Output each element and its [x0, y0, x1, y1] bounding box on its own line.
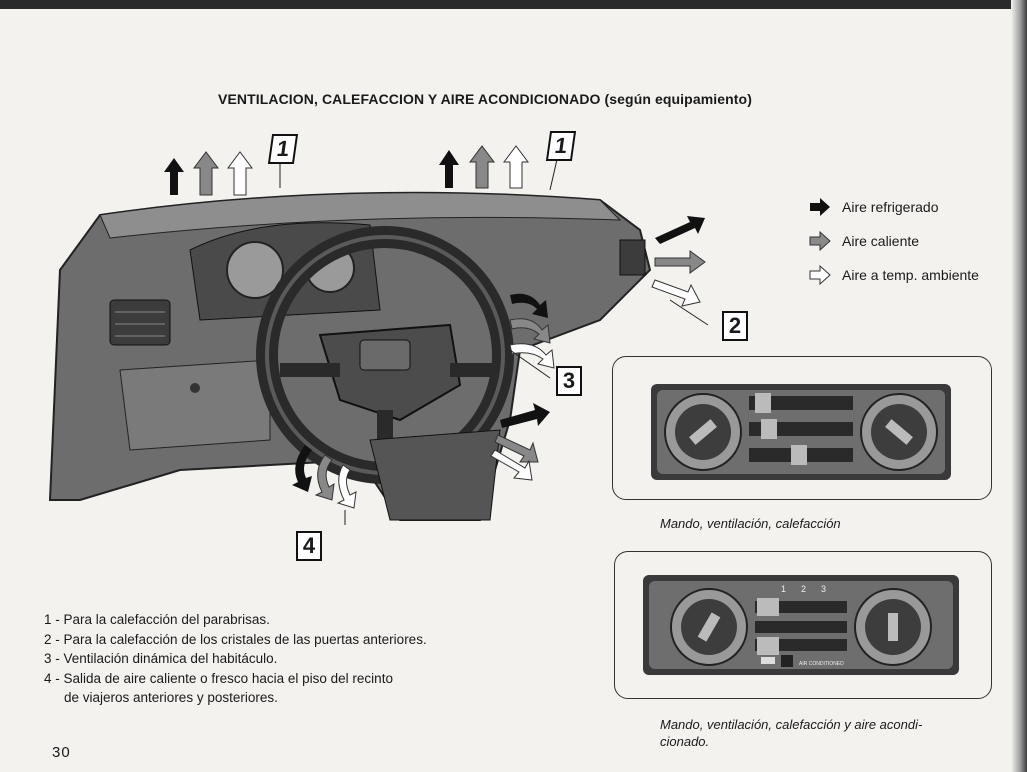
fan-speed-1: 1 [781, 584, 786, 594]
legend-item-cold: Aire refrigerado [808, 190, 979, 224]
dashboard-illustration [48, 145, 709, 525]
ac-control-image: 1 2 3 AIR CONDITIONED [643, 575, 959, 675]
ac-label: AIR CONDITIONED [799, 661, 844, 667]
note-4-continued: de viajeros anteriores y posteriores. [64, 690, 278, 705]
arrow-gray-icon [809, 231, 831, 251]
panel-2-caption: Mando, ventilación, calefacción y aire a… [660, 716, 960, 750]
callout-4: 4 [296, 531, 322, 561]
page-number: 30 [52, 744, 71, 761]
arrow-outline-icon [809, 265, 831, 285]
legend-label-ambient: Aire a temp. ambiente [842, 267, 979, 283]
book-spine-shadow [1011, 0, 1027, 772]
note-2: 2 - Para la calefacción de los cristales… [44, 631, 427, 647]
fan-speed-2: 2 [801, 584, 806, 594]
legend-item-ambient: Aire a temp. ambiente [808, 258, 979, 292]
legend-label-warm: Aire caliente [842, 233, 920, 249]
note-4: 4 - Salida de aire caliente o fresco hac… [44, 670, 393, 686]
control-panel-air-conditioning: 1 2 3 AIR CONDITIONED [614, 551, 992, 699]
notes-list: 1 - Para la calefacción del parabrisas. … [44, 610, 427, 708]
panel-2-caption-text: Mando, ventilación, calefacción y aire a… [660, 717, 923, 749]
page-top-border [0, 0, 1027, 9]
legend-label-cold: Aire refrigerado [842, 199, 939, 215]
heating-control-image [651, 384, 951, 480]
callout-2: 2 [722, 311, 748, 341]
note-3: 3 - Ventilación dinámica del habitáculo. [44, 651, 278, 666]
callout-3: 3 [556, 366, 582, 396]
arrow-solid-icon [810, 198, 830, 216]
legend-item-warm: Aire caliente [808, 224, 979, 258]
airflow-legend: Aire refrigerado Aire caliente Aire a te… [808, 190, 979, 292]
control-panel-heating [612, 356, 992, 500]
callout-1-center: 1 [545, 131, 577, 161]
panel-1-caption: Mando, ventilación, calefacción [660, 516, 841, 531]
callout-1-left: 1 [267, 134, 299, 164]
note-1: 1 - Para la calefacción del parabrisas. [44, 612, 270, 627]
fan-speed-3: 3 [821, 584, 826, 594]
page-title: VENTILACION, CALEFACCION Y AIRE ACONDICI… [218, 91, 752, 107]
